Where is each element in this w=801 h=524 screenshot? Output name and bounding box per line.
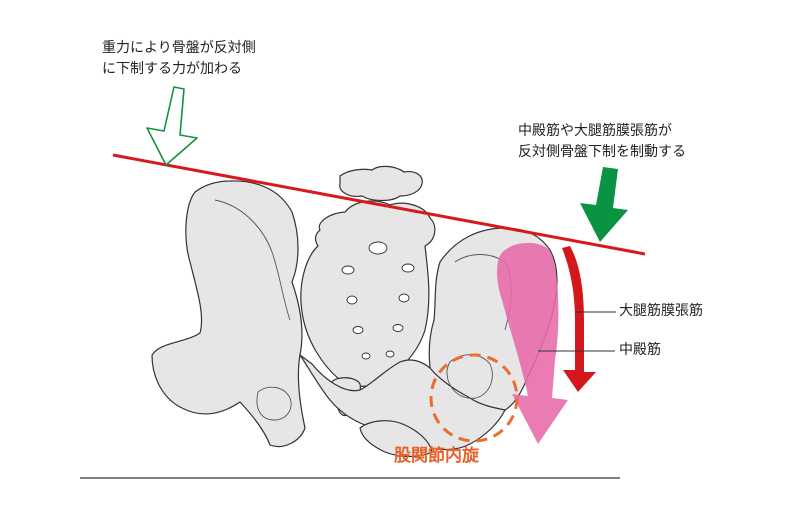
left-ilium [151,180,306,448]
muscle-action-annotation-line2: 反対側骨盤下制を制動する [518,144,686,160]
pelvic-tilt-line [112,153,646,256]
hip-joint-circle [429,353,519,443]
restraint-arrow-icon [580,167,628,242]
lumbar-vertebra [339,165,423,202]
gravity-annotation-line2: に下制する力が加わる [102,61,242,77]
left-iliac-fossa [214,199,291,321]
gravity-annotation-line1: 重力により骨盤が反対側 [102,40,256,56]
pubic-ramus [299,354,506,451]
gluteus-medius-arrow-icon [497,242,568,444]
sacral-foramina [341,241,415,360]
tfl-label: 大腿筋膜張筋 [619,303,703,319]
sacrum [300,200,436,387]
gravity-arrow-icon [146,86,198,166]
obturator-left [256,386,292,421]
pelvis-illustration [151,165,558,458]
muscle-action-annotation-line1: 中殿筋や大腿筋膜張筋が [518,123,672,139]
tfl-arrow-icon [562,246,596,392]
pubic-lower [359,420,433,458]
gluteus-medius-label: 中殿筋 [619,342,661,358]
hip-internal-rotation-label: 股関節内旋 [394,446,479,466]
